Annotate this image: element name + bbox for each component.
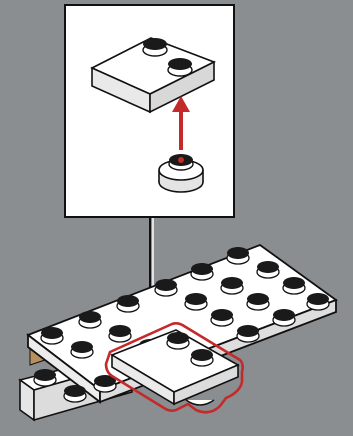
plate-stud xyxy=(143,38,167,56)
round-stud-piece-icon xyxy=(159,154,203,192)
callout-content xyxy=(92,38,214,192)
brick-assembly xyxy=(20,245,336,420)
white-plate-icon xyxy=(92,38,214,112)
red-arrow-icon xyxy=(172,96,190,150)
plate-stud xyxy=(168,58,192,76)
